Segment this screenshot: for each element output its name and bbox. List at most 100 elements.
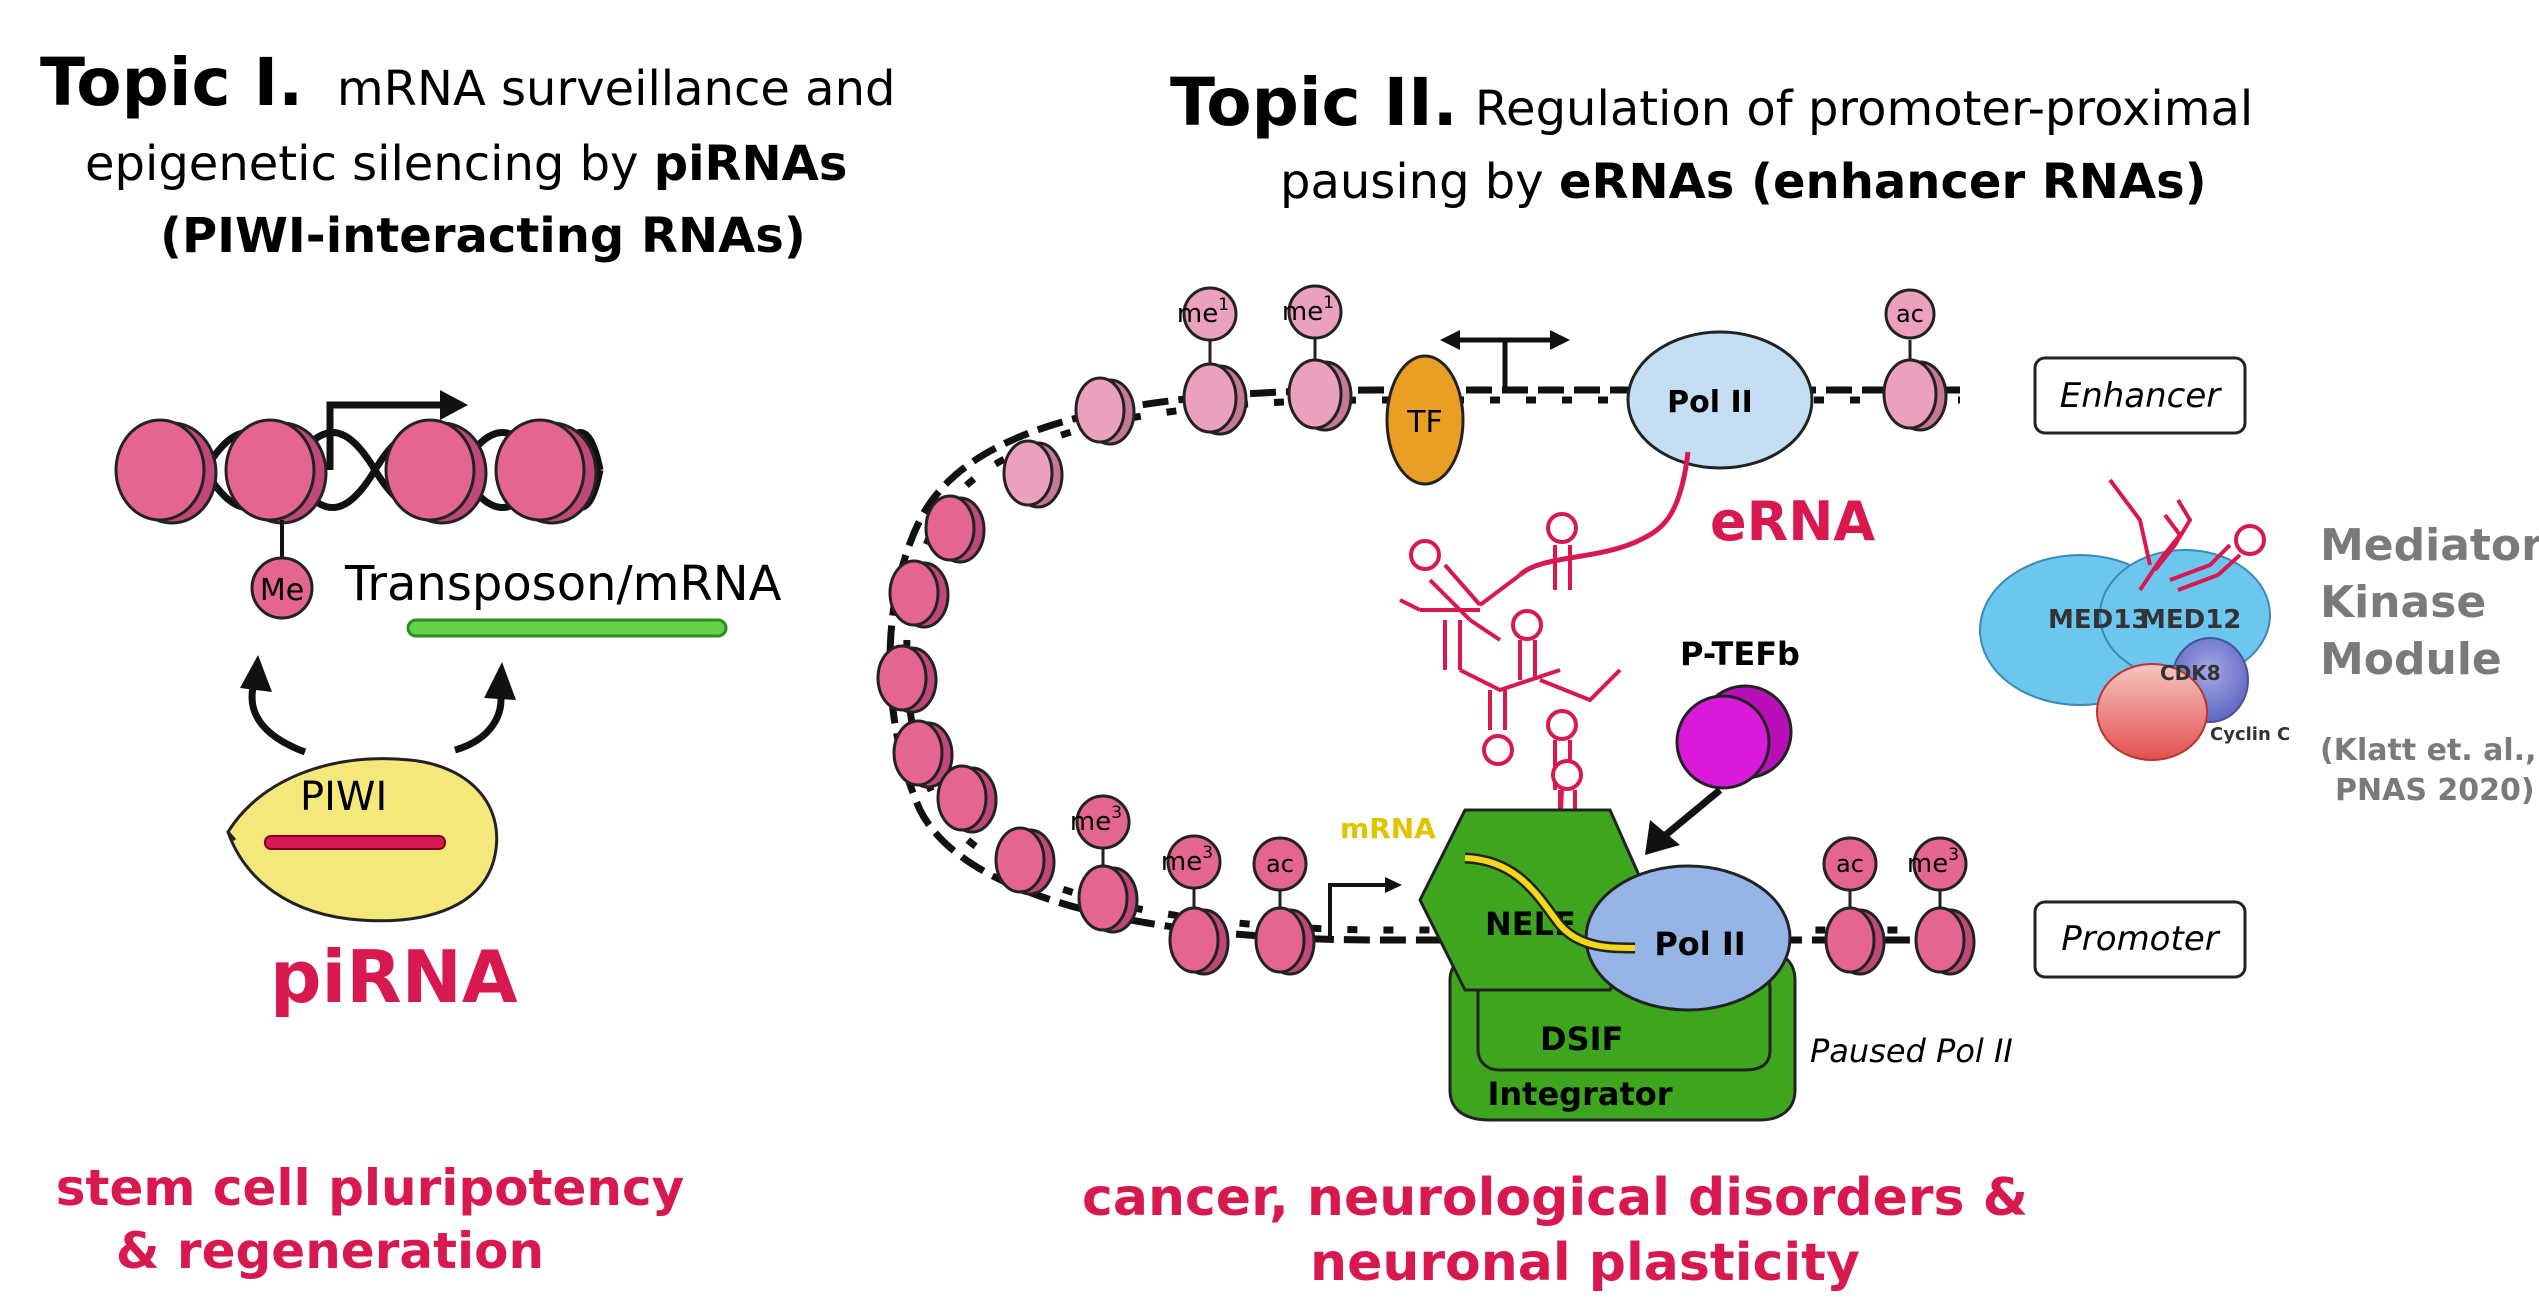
topic2-line1: Regulation of promoter-proximal xyxy=(1475,81,2253,137)
enhancer-label: Enhancer xyxy=(2060,376,2223,416)
transposon-label: Transposon/mRNA xyxy=(344,556,782,612)
nucleosome xyxy=(936,764,998,834)
topic2-prefix: Topic II. xyxy=(1170,64,1458,141)
nucleosome xyxy=(384,418,488,525)
topic2-header: Topic II. Regulation of promoter-proxima… xyxy=(1170,64,2253,210)
nucleosome xyxy=(1287,358,1353,432)
promoter-box xyxy=(2033,900,2247,979)
cdk8-label: CDK8 xyxy=(2160,661,2221,685)
histone-marks-promoter xyxy=(1075,794,1968,908)
loop-nucleosomes xyxy=(876,494,1976,976)
topic2-outcome-line2: neuronal plasticity xyxy=(1310,1233,1860,1293)
mediator-ref1: (Klatt et. al., xyxy=(2320,733,2536,768)
topic1-outcome-line2: & regeneration xyxy=(116,1222,544,1280)
mediator-ref2: PNAS 2020) xyxy=(2335,773,2535,808)
paused-polii-label: Paused Pol II xyxy=(1810,1032,2013,1070)
topic1-line2: epigenetic silencing by xyxy=(85,136,654,192)
erna-hairpin-icon xyxy=(1399,598,1561,693)
topic2-line2: pausing by xyxy=(1280,154,1559,210)
nucleosome xyxy=(1168,906,1230,976)
pirna-label: piRNA xyxy=(270,935,518,1019)
nucleosome xyxy=(1882,358,1948,432)
svg-text:Topic II. Regulation of: Topic II. Regulation of promoter-proxima… xyxy=(1170,64,2253,141)
erna-label: eRNA xyxy=(1710,490,1875,553)
nucleosome xyxy=(1914,906,1976,976)
pirna-diagram: Me Transposon/mRNA PIWI piRNA stem cell … xyxy=(56,390,782,1280)
nucleosome xyxy=(1074,376,1136,446)
mediator-title2: Kinase xyxy=(2320,577,2486,628)
erna-diagram: me1 me1 ac me3 me3 ac ac me3 TF P xyxy=(876,284,2247,1293)
enhancer-box xyxy=(2033,356,2247,435)
erna-hairpin-icon xyxy=(1511,609,1622,703)
mediator-title3: Module xyxy=(2320,634,2502,685)
nucleosome xyxy=(1077,864,1139,934)
methyl-label: Me xyxy=(260,573,304,608)
topic2-outcome-line1: cancer, neurological disorders & xyxy=(1082,1168,2028,1228)
nucleosome xyxy=(994,826,1056,896)
promoter-label: Promoter xyxy=(2061,919,2220,959)
nucleosome xyxy=(1824,906,1886,976)
ptefb-label: P-TEFb xyxy=(1680,635,1800,673)
tss-arrow-icon xyxy=(326,390,468,470)
cyclin-c-label: Cyclin C xyxy=(2210,724,2290,745)
nucleosome xyxy=(924,494,986,564)
topic2-line2-bold: eRNAs (enhancer RNAs) xyxy=(1559,154,2207,210)
methyl-mark: Me xyxy=(250,556,314,620)
polii-enhancer-label: Pol II xyxy=(1667,385,1753,420)
polii-promoter-label: Pol II xyxy=(1654,925,1745,963)
polii-enhancer xyxy=(1626,330,1814,470)
nucleosome xyxy=(114,418,218,525)
mediator-title1: Mediator xyxy=(2320,520,2539,571)
enhancer-nucleosomes xyxy=(1002,358,1948,509)
piwi-label: PIWI xyxy=(300,774,387,820)
integrator-label: Integrator xyxy=(1487,1075,1672,1113)
erna-hairpin-icon xyxy=(1482,690,1514,766)
mark-me1-a: me1 xyxy=(1177,295,1229,329)
ptefb-complex xyxy=(1675,684,1793,790)
nucleosome xyxy=(1182,362,1248,436)
svg-text:epigenetic silencing by: epigenetic silencing by piRNAs xyxy=(85,136,847,192)
histone-marks-enhancer xyxy=(1182,284,1936,364)
erna-hairpin-group xyxy=(1399,512,1622,831)
med13-label: MED13 xyxy=(2048,605,2149,635)
med12-label: MED12 xyxy=(2140,605,2241,635)
nucleosome xyxy=(224,418,328,525)
topic1-prefix: Topic I. xyxy=(40,44,303,121)
topic1-line1: mRNA surveillance and xyxy=(337,61,896,117)
cdk8-subunit xyxy=(2096,663,2208,761)
svg-text:Topic I. mRNA surveillan: Topic I. mRNA surveillance and xyxy=(40,44,895,121)
transposon-bar xyxy=(406,618,728,638)
erna-hairpin-icon xyxy=(1409,539,1522,642)
curved-arrow-icon xyxy=(240,655,307,756)
curved-arrow-icon xyxy=(453,662,516,754)
mark-me1-b: me1 xyxy=(1282,293,1334,327)
mark-ac-enhancer: ac xyxy=(1896,300,1924,328)
arrow-icon xyxy=(1645,787,1723,855)
bidirectional-arrow-icon xyxy=(1440,330,1570,390)
nucleosome xyxy=(876,644,938,714)
topic1-header: Topic I. mRNA surveillance and epigeneti… xyxy=(40,44,895,264)
tf-label: TF xyxy=(1406,405,1443,440)
pirna-strand xyxy=(264,835,446,850)
tss-arrow-icon xyxy=(1328,877,1402,940)
mark-me3-a: me3 xyxy=(1070,803,1122,837)
svg-text:pausing by eRNAs (enhan: pausing by eRNAs (enhancer RNAs) xyxy=(1280,154,2207,210)
nucleosome xyxy=(888,559,950,629)
transcription-factor xyxy=(1385,354,1465,486)
mark-ac-promoter-b: ac xyxy=(1836,850,1864,878)
nucleosome xyxy=(494,418,598,525)
topic1-outcome-line1: stem cell pluripotency xyxy=(56,1159,684,1217)
nucleosome xyxy=(1254,906,1316,976)
nucleosome xyxy=(892,719,954,789)
mrna-label: mRNA xyxy=(1340,812,1436,845)
mark-me3-b: me3 xyxy=(1161,843,1213,877)
mark-me3-c: me3 xyxy=(1907,845,1959,879)
erna-hairpin-icon xyxy=(1546,512,1578,590)
topic1-line2-bold: piRNAs xyxy=(654,136,848,192)
erna-hairpin-icon xyxy=(2108,478,2266,592)
mediator-module: MED13 MED12 CDK8 Cyclin C Mediator Kinas… xyxy=(1979,478,2539,808)
nucleosome-group-topic1 xyxy=(114,418,598,525)
nucleosome xyxy=(1002,439,1064,509)
mark-ac-promoter-a: ac xyxy=(1266,850,1294,878)
